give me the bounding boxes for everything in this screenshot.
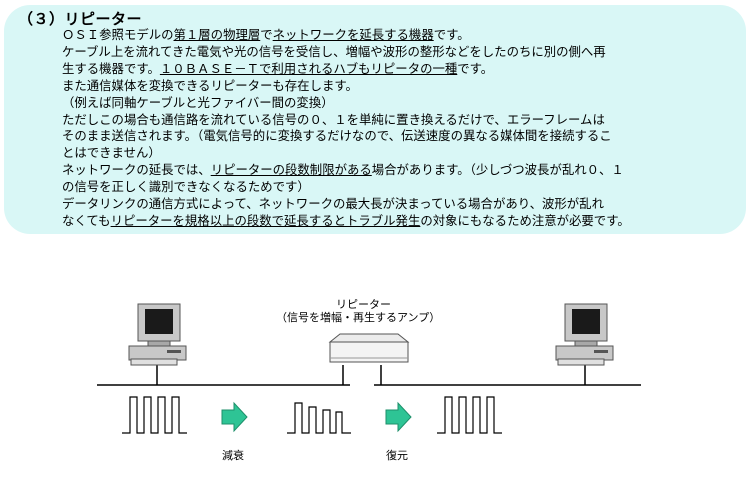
repeater-device-icon (328, 333, 410, 363)
text-segment: とはできません） (62, 145, 161, 161)
text-segment: ケーブル上を流れてきた電気や光の信号を受信し、増幅や波形の整形などをしたのちに別… (62, 43, 606, 59)
restore-arrow-icon (385, 401, 412, 433)
text-segment: 場合があります。（少しづつ波長が乱れ０、１ (371, 162, 624, 178)
repeater-label: リピーター (336, 298, 391, 311)
body-line: なくてもリピーターを規格以上の段数で延長するとトラブル発生の対象にもなるため注意… (62, 213, 742, 230)
body-line: ＯＳＩ参照モデルの第１層の物理層でネットワークを延長する機器です。 (62, 27, 742, 44)
body-line: とはできません） (62, 145, 742, 162)
text-segment: （例えば同軸ケーブルと光ファイバー間の変換） (62, 94, 334, 110)
cable-gap (350, 382, 374, 388)
restore-label: 復元 (386, 449, 408, 462)
underlined-phrase: ネットワークを延長する機器 (272, 27, 434, 42)
repeater-sublabel: （信号を増幅・再生するアンプ） (276, 311, 441, 324)
body-line: そのまま送信されます。（電気信号的に変換するだけなので、伝送速度の異なる媒体間を… (62, 128, 742, 145)
text-segment: の対象にもなるため注意が必要です。 (420, 212, 630, 228)
body-line: の信号を正しく識別できなくなるためです） (62, 179, 742, 196)
computer-icon (555, 303, 614, 366)
restored-waveform (437, 396, 502, 434)
text-segment: の信号を正しく識別できなくなるためです） (62, 179, 310, 195)
text-segment: 生する機器です。 (62, 60, 160, 76)
text-segment: で (260, 27, 273, 42)
explanation-panel (4, 5, 746, 234)
body-line: 生する機器です。１０ＢＡＳＥ－Ｔで利用されるハブもリピータの一種です。 (62, 61, 742, 78)
section-body: ＯＳＩ参照モデルの第１層の物理層でネットワークを延長する機器です。ケーブル上を流… (62, 27, 742, 230)
attenuation-label: 減衰 (222, 449, 244, 462)
text-segment: なくても (62, 212, 111, 228)
underlined-phrase: １０ＢＡＳＥ－Ｔで利用されるハブもリピータの一種 (159, 60, 458, 76)
text-segment: そのまま送信されます。（電気信号的に変換するだけなので、伝送速度の異なる媒体間を… (62, 128, 612, 144)
text-segment: ＯＳＩ参照モデルの (62, 27, 174, 42)
text-segment: です。 (457, 60, 494, 76)
body-line: ネットワークの延長では、リピーターの段数制限がある場合があります。（少しづつ波長… (62, 162, 742, 179)
body-line: また通信媒体を変換できるリピーターも存在します。 (62, 78, 742, 95)
computer-icon (128, 303, 187, 366)
attenuation-arrow-icon (221, 401, 248, 433)
text-segment: データリンクの通信方式によって、ネットワークの最大長が決まっている場合があり、波… (62, 196, 604, 212)
body-line: ケーブル上を流れてきた電気や光の信号を受信し、増幅や波形の整形などをしたのちに別… (62, 44, 742, 61)
underlined-phrase: リピーターを規格以上の段数で延長するとトラブル発生 (110, 212, 421, 228)
original-waveform (122, 396, 187, 434)
text-segment: また通信媒体を変換できるリピーターも存在します。 (62, 77, 358, 93)
underlined-phrase: 第１層の物理層 (173, 27, 261, 42)
underlined-phrase: リピーターの段数制限がある (210, 162, 372, 178)
text-segment: ただしこの場合も通信路を流れている信号の０、１を単純に置き換えるだけで、エラーフ… (62, 111, 605, 127)
body-line: （例えば同軸ケーブルと光ファイバー間の変換） (62, 95, 742, 112)
text-segment: ネットワークの延長では、 (62, 162, 211, 178)
repeater-diagram (97, 303, 641, 434)
text-segment: です。 (433, 27, 470, 42)
body-line: ただしこの場合も通信路を流れている信号の０、１を単純に置き換えるだけで、エラーフ… (62, 112, 742, 129)
section-title: （３）リピーター (18, 10, 143, 28)
attenuated-waveform (287, 402, 351, 434)
body-line: データリンクの通信方式によって、ネットワークの最大長が決まっている場合があり、波… (62, 196, 742, 213)
